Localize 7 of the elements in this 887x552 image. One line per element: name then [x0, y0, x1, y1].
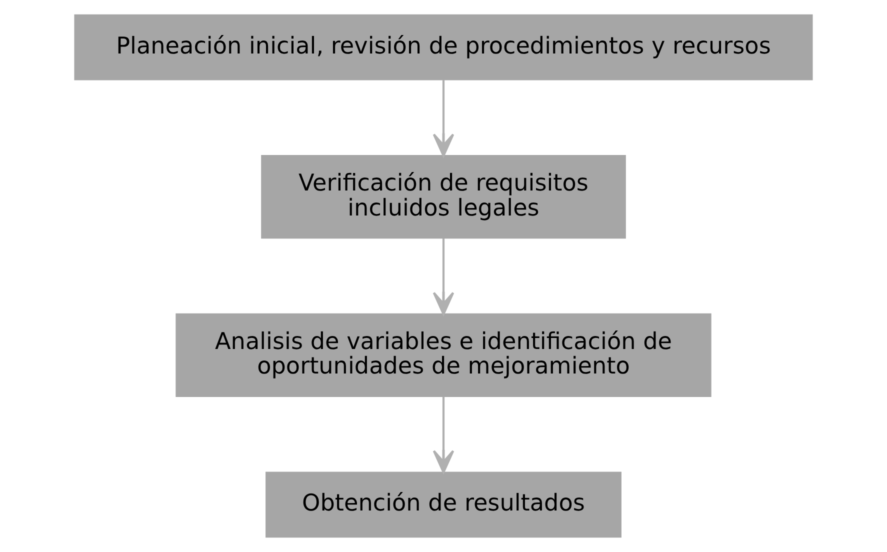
node-box: Verificación de requisitos incluidos legales — [261, 154, 626, 239]
arrow — [432, 238, 454, 316]
node-box: Obtención de resultados — [266, 472, 622, 538]
arrow — [432, 80, 454, 157]
node-box: Planeación inicial, revisión de procedimientos y recursos — [74, 14, 813, 80]
arrow — [432, 396, 454, 474]
node-box: Analisis de variables e identificación de oportunidades de mejoramiento — [176, 313, 712, 398]
